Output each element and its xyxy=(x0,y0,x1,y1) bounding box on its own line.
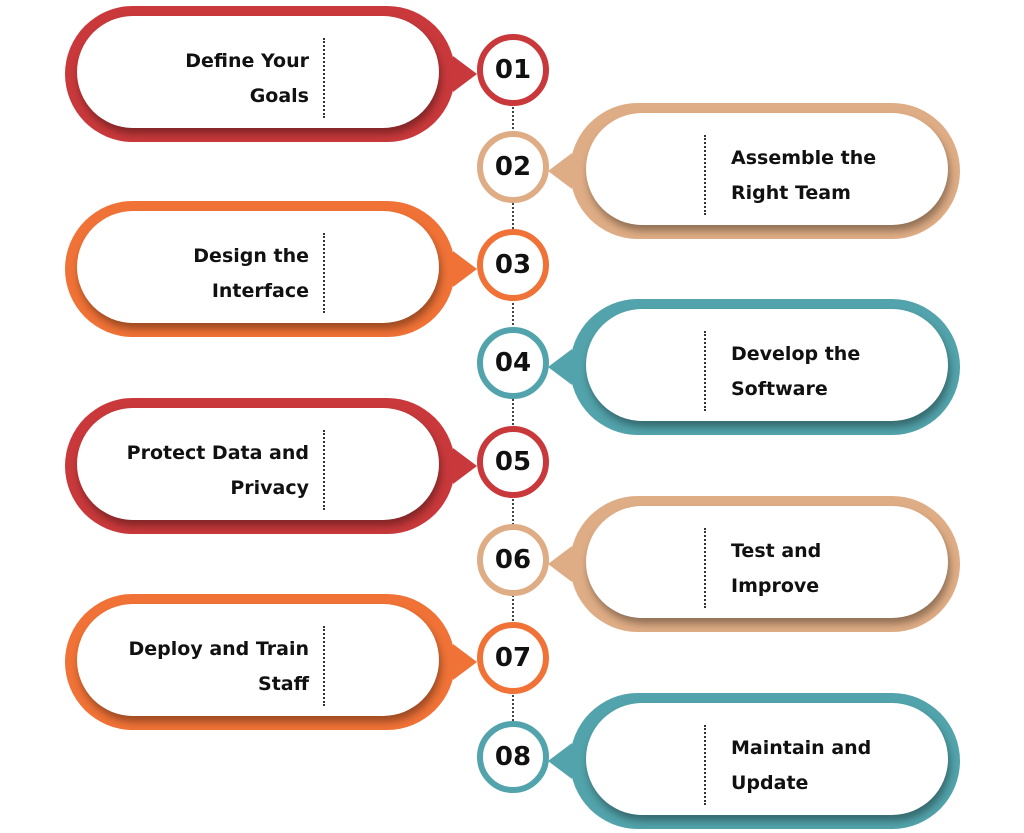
step-label-line1: Maintain and xyxy=(731,737,872,759)
step-label-line2: Improve xyxy=(731,575,820,597)
timeline-step: Protect Data and Privacy xyxy=(0,398,1024,538)
timeline-step: Design the Interface xyxy=(0,201,1024,341)
dotted-divider xyxy=(704,135,706,215)
step-pill: Define Your Goals xyxy=(65,6,477,142)
pointer-arrow xyxy=(548,153,572,189)
dotted-divider xyxy=(323,626,325,706)
step-label-line1: Test and xyxy=(731,540,822,562)
step-label-line2: Goals xyxy=(249,85,309,107)
timeline-step: Test and Improve xyxy=(0,496,1024,636)
pointer-arrow xyxy=(453,56,477,92)
timeline-step: Maintain and Update xyxy=(0,693,1024,833)
step-label-line1: Deploy and Train xyxy=(128,638,310,660)
step-card: Test and Improve xyxy=(586,506,948,618)
step-label-line2: Staff xyxy=(258,673,309,695)
step-pill: Protect Data and Privacy xyxy=(65,398,477,534)
pointer-arrow xyxy=(548,546,572,582)
pointer-arrow xyxy=(453,644,477,680)
step-label-line2: Software xyxy=(731,378,828,400)
step-label: Test and Improve xyxy=(731,534,971,604)
step-number-badge: 07 xyxy=(477,622,549,694)
step-label-line2: Interface xyxy=(211,280,309,302)
step-label-line2: Privacy xyxy=(230,477,309,499)
step-pill: Design the Interface xyxy=(65,201,477,337)
step-label-line1: Assemble the xyxy=(731,147,877,169)
step-label-line1: Develop the xyxy=(731,343,861,365)
step-card: Maintain and Update xyxy=(586,703,948,815)
step-pill: Deploy and Train Staff xyxy=(65,594,477,730)
step-number-badge: 06 xyxy=(477,524,549,596)
step-label: Assemble the Right Team xyxy=(731,141,971,211)
step-label-line1: Design the xyxy=(193,245,309,267)
timeline-step: Define Your Goals xyxy=(0,6,1024,146)
step-label-line2: Update xyxy=(731,772,809,794)
step-number-badge: 02 xyxy=(477,131,549,203)
step-label: Develop the Software xyxy=(731,337,971,407)
step-label: Maintain and Update xyxy=(731,731,971,801)
step-label: Design the Interface xyxy=(97,239,309,309)
step-label: Define Your Goals xyxy=(97,44,309,114)
dotted-divider xyxy=(323,38,325,118)
step-pill: Assemble the Right Team xyxy=(548,103,960,239)
step-label-line1: Protect Data and xyxy=(126,442,309,464)
step-pill: Test and Improve xyxy=(548,496,960,632)
step-pill: Develop the Software xyxy=(548,299,960,435)
pointer-arrow xyxy=(453,448,477,484)
step-card: Deploy and Train Staff xyxy=(77,604,439,716)
step-card: Define Your Goals xyxy=(77,16,439,128)
step-label: Protect Data and Privacy xyxy=(97,436,309,506)
timeline-step: Assemble the Right Team xyxy=(0,103,1024,243)
dotted-divider xyxy=(704,331,706,411)
timeline-step: Develop the Software xyxy=(0,299,1024,439)
dotted-divider xyxy=(323,233,325,313)
step-pill: Maintain and Update xyxy=(548,693,960,829)
step-label-line2: Right Team xyxy=(731,182,851,204)
step-card: Protect Data and Privacy xyxy=(77,408,439,520)
pointer-arrow xyxy=(548,743,572,779)
step-number-badge: 08 xyxy=(477,721,549,793)
step-card: Design the Interface xyxy=(77,211,439,323)
dotted-divider xyxy=(323,430,325,510)
step-number-badge: 03 xyxy=(477,229,549,301)
timeline-step: Deploy and Train Staff xyxy=(0,594,1024,734)
step-number-badge: 01 xyxy=(477,34,549,106)
timeline-connector xyxy=(512,100,514,740)
pointer-arrow xyxy=(453,251,477,287)
dotted-divider xyxy=(704,725,706,805)
step-label: Deploy and Train Staff xyxy=(97,632,310,702)
pointer-arrow xyxy=(548,349,572,385)
dotted-divider xyxy=(704,528,706,608)
step-number-badge: 04 xyxy=(477,327,549,399)
step-card: Assemble the Right Team xyxy=(586,113,948,225)
step-number-badge: 05 xyxy=(477,426,549,498)
step-label-line1: Define Your xyxy=(185,50,309,72)
step-card: Develop the Software xyxy=(586,309,948,421)
